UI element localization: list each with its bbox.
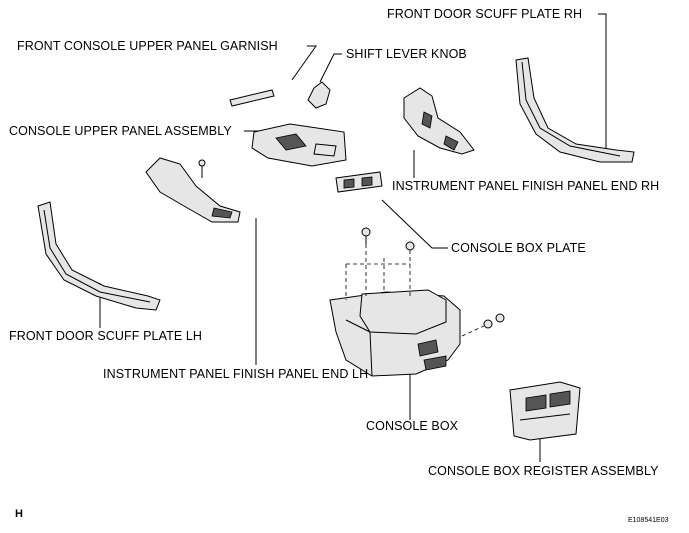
leader-lines [99,13,607,462]
shift-lever-knob-shape [307,81,331,109]
console-box-register-assembly-shape [509,381,581,441]
label-front-door-scuff-plate-rh: FRONT DOOR SCUFF PLATE RH [387,7,583,21]
front-door-scuff-plate-rh-shape [515,57,635,163]
label-console-box-plate: CONSOLE BOX PLATE [451,241,586,255]
console-box-fasteners [345,227,505,337]
leader-scuff-rh [598,13,607,150]
label-instrument-panel-finish-panel-end-lh: INSTRUMENT PANEL FINISH PANEL END LH [103,367,369,381]
label-front-console-upper-panel-garnish: FRONT CONSOLE UPPER PANEL GARNISH [17,39,278,53]
label-shift-lever-knob: SHIFT LEVER KNOB [346,47,467,61]
console-box-shape [329,289,461,377]
section-letter: H [15,508,23,520]
leader-shift-knob [319,53,342,83]
label-instrument-panel-finish-panel-end-rh: INSTRUMENT PANEL FINISH PANEL END RH [392,179,660,193]
console-upper-panel-assembly-shape [251,123,347,167]
front-door-scuff-plate-lh-shape [37,201,161,311]
console-box-plate-shape [335,171,383,193]
front-console-upper-panel-garnish-shape [229,89,275,107]
label-console-box: CONSOLE BOX [366,419,459,433]
leader-garnish [291,45,317,81]
label-front-door-scuff-plate-lh: FRONT DOOR SCUFF PLATE LH [9,329,203,343]
clip-lh [198,159,206,178]
figure-id: E108541E03 [628,517,669,524]
instrument-panel-finish-panel-end-rh-shape [403,87,475,155]
leader-console-box-plate [381,199,448,249]
label-console-upper-panel-assembly: CONSOLE UPPER PANEL ASSEMBLY [9,124,232,138]
label-console-box-register-assembly: CONSOLE BOX REGISTER ASSEMBLY [428,464,659,478]
instrument-panel-finish-panel-end-lh-shape [145,157,241,223]
